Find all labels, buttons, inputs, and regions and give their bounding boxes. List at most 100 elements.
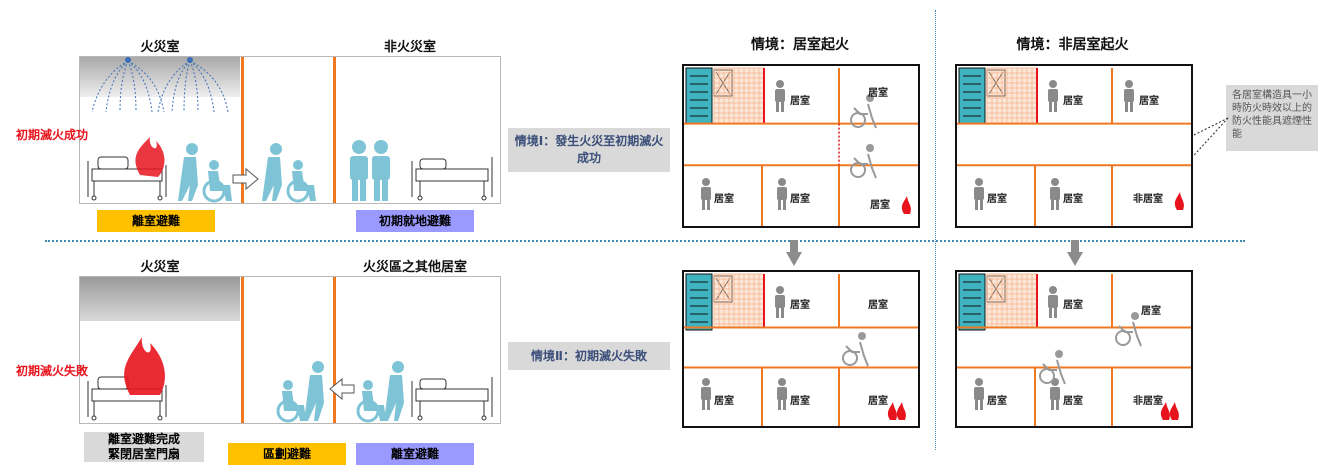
corridor-wall-left (241, 57, 244, 203)
room-label: 居室 (987, 396, 1007, 407)
bottom-tag-evacuate-room: 離室避難 (356, 443, 474, 465)
stairs-icon (690, 281, 708, 323)
bottom-tag-compartment: 區劃避難 (228, 443, 346, 465)
resident-icon (777, 378, 787, 410)
room-label: 居室 (790, 96, 810, 107)
flame-icon (887, 402, 897, 420)
room-label: 居室 (790, 194, 810, 205)
sprinkler-icon (91, 57, 229, 113)
room-label: 居室 (1063, 300, 1083, 311)
floor-plan-walls-3 (684, 273, 918, 426)
fire-resistance-note: 各居室構造具一小時防火時效以上的防火性能具遮煙性能 (1226, 85, 1318, 151)
room-label: 居室 (1063, 96, 1083, 107)
down-arrow-icon-2 (1067, 240, 1083, 270)
smoke-layer (80, 57, 240, 97)
scenario-2-text: 情境Ⅱ：初期滅火失敗 (531, 349, 647, 363)
resident-icon (701, 378, 711, 410)
resident-icon (701, 178, 711, 210)
wall (684, 68, 918, 226)
resident-icon (1050, 178, 1060, 210)
corridor-wall-left-b (241, 277, 244, 423)
wall (957, 68, 1191, 226)
non-room-label: 非居室 (1133, 194, 1163, 205)
plan-title-room-fire: 情境：居室起火 (751, 37, 849, 53)
stairwell (685, 67, 713, 125)
stairs-icon (963, 281, 981, 323)
room-label: 居室 (790, 300, 810, 311)
flame-icon (1160, 402, 1170, 420)
scenario-2-label: 情境Ⅱ：初期滅火失敗 (508, 342, 670, 370)
floor-plan-walls-1 (684, 67, 918, 226)
move-arrow-left-icon (329, 377, 355, 401)
bottom-left-caption: 離室避難完成 緊閉居室門扇 (84, 432, 204, 462)
hospital-bed-icon-b-right (411, 377, 493, 421)
floor-plan-walls-4 (957, 273, 1191, 426)
room-label: 居室 (1063, 194, 1083, 205)
top-non-fire-room-header: 非火災室 (383, 40, 436, 55)
plan-title-nonroom-fire: 情境：非居室起火 (1016, 37, 1129, 53)
wheelchair-person-icon (842, 332, 869, 367)
top-status-label: 初期滅火成功 (16, 128, 89, 142)
bottom-fire-room-header: 火災室 (140, 260, 180, 275)
flame-icon (135, 137, 165, 177)
wheelchair-person-icon (850, 94, 877, 129)
caregiver-wheelchair-icon (178, 143, 232, 203)
caregiver-wheelchair-icon-b1 (276, 361, 324, 423)
top-room-illustration (80, 57, 493, 203)
hospital-bed-icon-right (411, 157, 493, 201)
flame-icon (896, 402, 906, 420)
room-label: 居室 (714, 396, 734, 407)
stairs-icon (690, 75, 708, 117)
scenario-1-text: 情境Ⅰ：發生火災至初期滅火成功 (514, 134, 664, 165)
room-label: 居室 (1063, 396, 1083, 407)
stairs-icon (963, 75, 981, 117)
smoke-layer-heavy (80, 277, 240, 321)
floor-plan-nonroom-fire-1: 居室 居室 居室 居室 非居室 (955, 64, 1193, 228)
non-room-label: 非居室 (1133, 396, 1163, 407)
room-label: 居室 (714, 194, 734, 205)
caption-line-2: 緊閉居室門扇 (107, 447, 180, 461)
flame-icon (1169, 402, 1179, 420)
top-tag-stay-in-place: 初期就地避難 (356, 210, 474, 232)
room-label: 居室 (868, 88, 888, 99)
corridor-wall-right-b (333, 277, 336, 423)
wheelchair-person-icon (850, 144, 877, 179)
room-label: 居室 (868, 300, 888, 311)
down-arrow-icon-1 (786, 240, 802, 270)
caregiver-wheelchair-icon-corridor (262, 143, 316, 203)
bottom-room-box (79, 276, 501, 424)
horizontal-divider (45, 240, 1245, 242)
wall (957, 274, 1191, 426)
stairwell (958, 67, 986, 125)
resident-icon (974, 378, 984, 410)
wall (684, 274, 918, 426)
room-label: 居室 (1141, 306, 1161, 317)
resident-icon (974, 178, 984, 210)
wheelchair-person-icon (1115, 312, 1142, 347)
resident-icon (775, 80, 785, 112)
move-arrow-icon (232, 167, 259, 191)
stairwell (958, 273, 986, 331)
room-label: 居室 (1139, 96, 1159, 107)
bottom-status-label: 初期滅火失敗 (16, 364, 89, 378)
standing-person-icons (350, 140, 390, 201)
bottom-other-rooms-header: 火災區之其他居室 (362, 260, 467, 275)
scenario-1-label: 情境Ⅰ：發生火災至初期滅火成功 (508, 128, 670, 172)
top-fire-room-header: 火災室 (140, 40, 180, 55)
floor-plan-nonroom-fire-2: 居室 居室 居室 居室 非居室 (955, 270, 1193, 428)
caption-line-1: 離室避難完成 (107, 432, 180, 446)
smoke-zone-grid (713, 273, 765, 328)
resident-icon (777, 178, 787, 210)
floor-plan-room-fire-2: 居室 居室 居室 居室 居室 (682, 270, 920, 428)
resident-icon (1050, 378, 1060, 410)
room-label: 居室 (790, 396, 810, 407)
flame-icon (1174, 192, 1184, 210)
large-flame-icon (124, 337, 165, 395)
flame-icon (901, 196, 911, 214)
floor-plan-room-fire-1: 居室 居室 居室 居室 居室 (682, 64, 920, 228)
top-tag-evacuate-room: 離室避難 (97, 210, 215, 232)
top-room-box (79, 56, 501, 204)
bottom-room-illustration (80, 277, 493, 423)
resident-icon (1048, 286, 1058, 318)
resident-icon (1048, 80, 1058, 112)
